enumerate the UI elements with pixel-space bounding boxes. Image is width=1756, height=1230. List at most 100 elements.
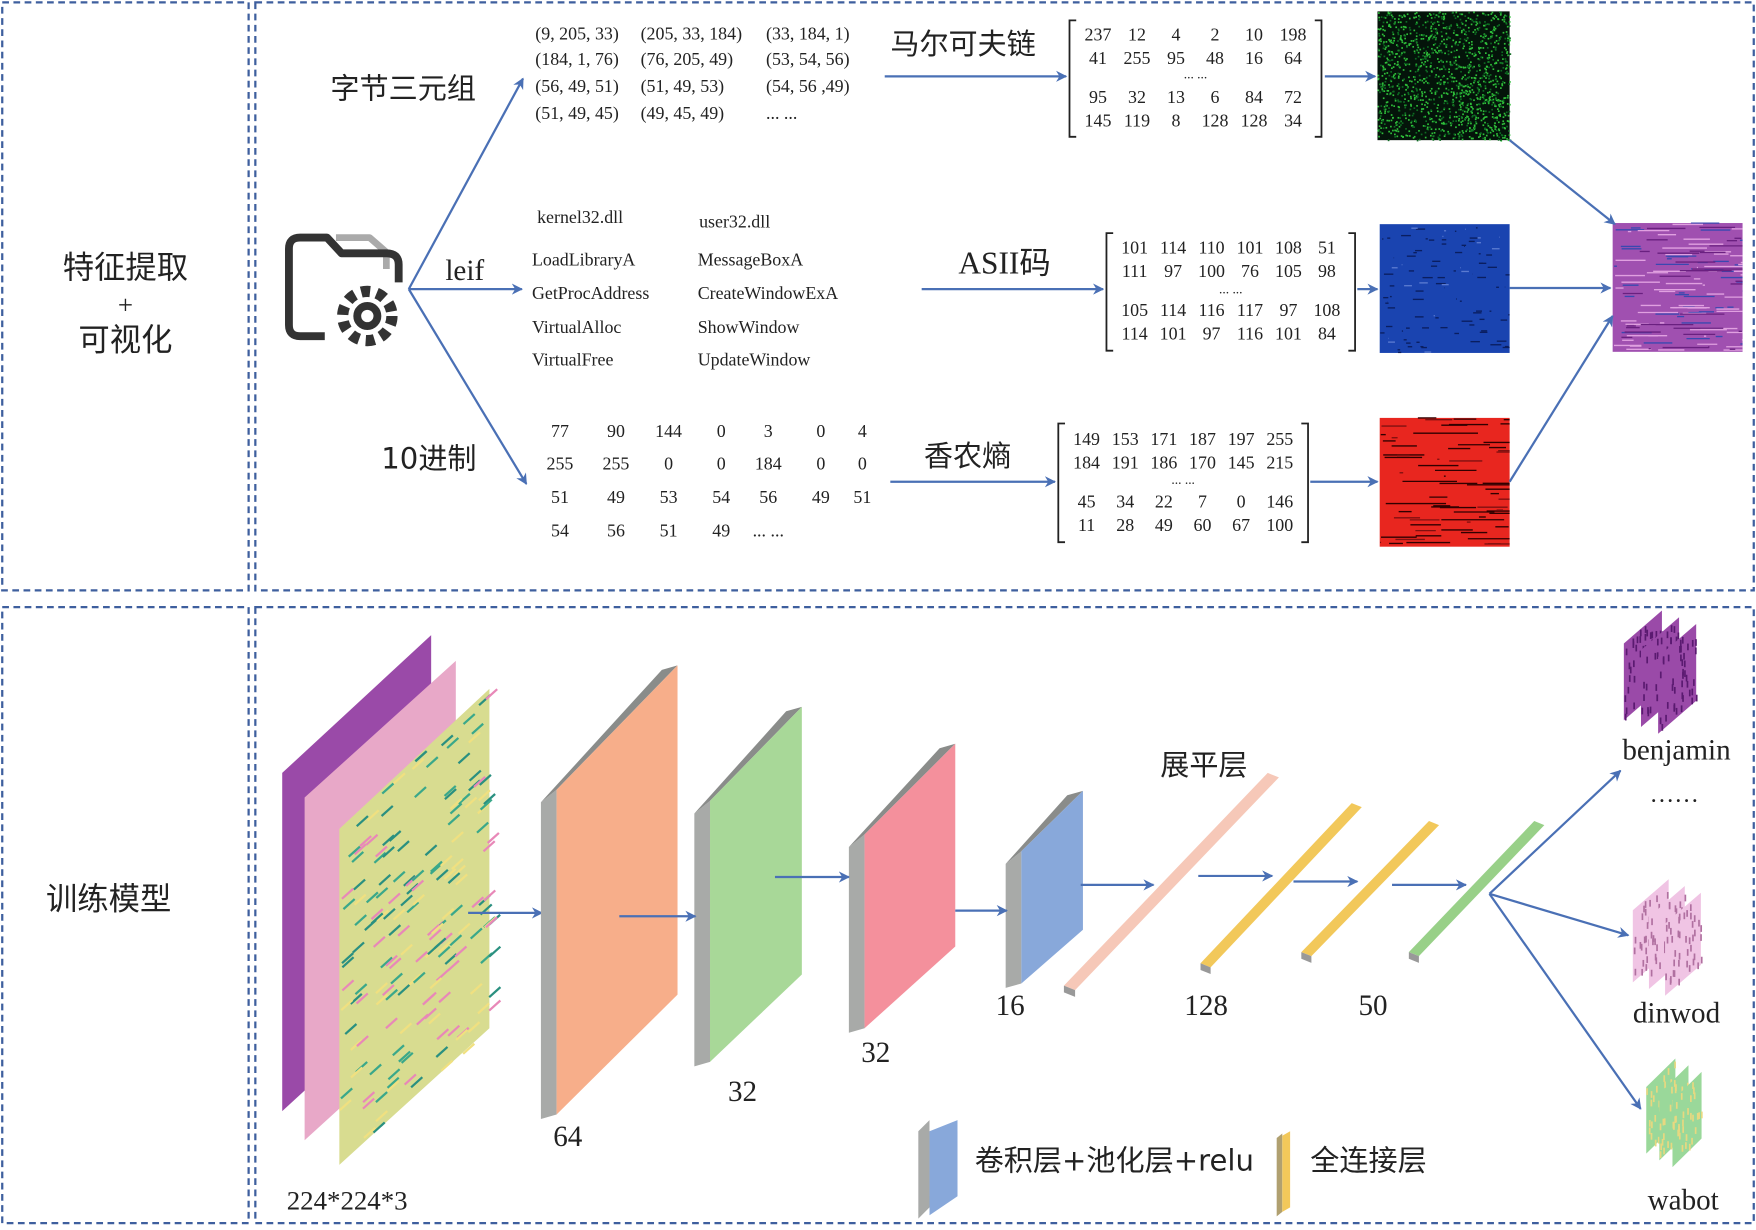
texture-stroke [476, 821, 489, 834]
decimal-byte: 0 [858, 453, 867, 473]
matrix-cell: 116 [1237, 324, 1263, 344]
feature-title: 特征提取 [63, 250, 188, 286]
matrix-cell: 170 [1189, 452, 1216, 472]
input-image-stack [282, 635, 502, 1165]
texture-stroke [375, 1110, 389, 1122]
output-classes [1623, 610, 1703, 1168]
training-title: 训练模型 [46, 882, 171, 918]
trigram-cell: (54, 56 ,49) [766, 76, 850, 97]
matrix-cell: 101 [1237, 237, 1264, 257]
texture-stroke [488, 945, 502, 958]
arrow-to-decimal [407, 288, 528, 485]
texture-stroke [483, 889, 497, 902]
texture-stroke [449, 934, 463, 947]
texture-stroke [392, 1044, 405, 1057]
texture-stroke [386, 1076, 400, 1089]
matrix-cell: 6 [1211, 87, 1220, 107]
training-label-box [1, 606, 250, 1225]
conv-block-front [864, 743, 956, 1029]
decimal-byte: 54 [551, 521, 569, 541]
fc1-size-label: 128 [1184, 990, 1228, 1022]
markov-image [1377, 11, 1512, 142]
texture-stroke [443, 868, 457, 880]
texture-stroke [375, 1091, 388, 1103]
legend-fc-swatch [1276, 1131, 1291, 1217]
flatten-label: 展平层 [1160, 748, 1247, 782]
texture-stroke [397, 924, 411, 937]
matrix-ellipsis: ... ... [1219, 282, 1243, 297]
texture-stroke [349, 993, 363, 1005]
decimal-byte: 56 [607, 521, 625, 541]
texture-stroke [449, 797, 463, 810]
texture-stroke [469, 983, 483, 995]
texture-stroke [386, 1080, 400, 1093]
matrix-cell: 108 [1275, 237, 1302, 257]
bar-end [1063, 985, 1076, 997]
matrix-cell: 0 [1237, 491, 1246, 511]
texture-stroke [411, 879, 425, 892]
texture-stroke [414, 750, 428, 763]
texture-stroke [392, 908, 406, 921]
matrix-cell: 117 [1237, 300, 1263, 320]
texture-stroke [344, 1023, 358, 1035]
matrix-ellipsis: ... ... [1184, 67, 1207, 82]
legend-fc-label: 全连接层 [1310, 1143, 1426, 1177]
texture-stroke [450, 904, 464, 917]
texture-stroke [382, 834, 395, 847]
matrix-cell: 128 [1241, 111, 1268, 131]
conv-block-1: 64 [540, 665, 678, 1153]
texture-stroke [370, 912, 384, 925]
decimal-byte: 54 [712, 487, 730, 507]
texture-stroke [462, 1042, 476, 1055]
texture-stroke [468, 731, 481, 744]
matrix-bracket-left [1057, 422, 1066, 544]
texture-stroke [488, 986, 502, 999]
texture-stroke [482, 840, 496, 853]
texture-stroke [372, 935, 386, 948]
texture-stroke [425, 756, 439, 769]
conv-size-label: 32 [728, 1076, 757, 1108]
texture-stroke [375, 993, 389, 1006]
arrow-to-benjamin [1488, 769, 1622, 895]
decimal-byte: 53 [660, 487, 678, 507]
trigram-label: 字节三元组 [330, 72, 476, 106]
texture-stroke [365, 891, 379, 904]
matrix-cell: 60 [1194, 515, 1212, 535]
shannon-label: 香农熵 [924, 439, 1011, 473]
matrix-cell: 149 [1073, 429, 1100, 449]
output-wabot-label: wabot [1648, 1185, 1719, 1217]
matrix-cell: 111 [1122, 261, 1148, 281]
texture-stroke [424, 1007, 437, 1020]
matrix-cell: 98 [1318, 261, 1336, 281]
texture-stroke [473, 776, 486, 788]
conv-block-side [540, 789, 557, 1119]
kernel32-function: LoadLibraryA [532, 250, 635, 270]
matrix-cell: 110 [1198, 237, 1224, 257]
texture-stroke [415, 950, 428, 963]
texture-stroke [397, 984, 411, 996]
texture-stroke [370, 908, 384, 920]
matrix-cell: 145 [1228, 452, 1255, 472]
feature-label-box [1, 1, 250, 592]
trigram-cell: (205, 33, 184) [641, 23, 742, 44]
texture-stroke [457, 792, 471, 805]
bar-face [1200, 803, 1362, 968]
matrix-cell: 101 [1275, 324, 1302, 344]
texture-stroke [406, 901, 420, 914]
texture-stroke [399, 1022, 413, 1035]
matrix-cell: 191 [1112, 452, 1139, 472]
decimal-byte: 0 [717, 453, 726, 473]
texture-stroke [382, 907, 396, 920]
trigram-cell: (51, 49, 45) [535, 103, 619, 124]
kernel32-function: VirtualAlloc [532, 317, 621, 337]
texture-stroke [443, 785, 457, 797]
matrix-cell: 101 [1160, 324, 1187, 344]
texture-stroke [381, 782, 395, 795]
matrix-cell: 100 [1266, 515, 1293, 535]
texture-stroke [398, 1050, 411, 1063]
feature-title-plus: + [118, 290, 133, 320]
texture-stroke [447, 813, 461, 826]
